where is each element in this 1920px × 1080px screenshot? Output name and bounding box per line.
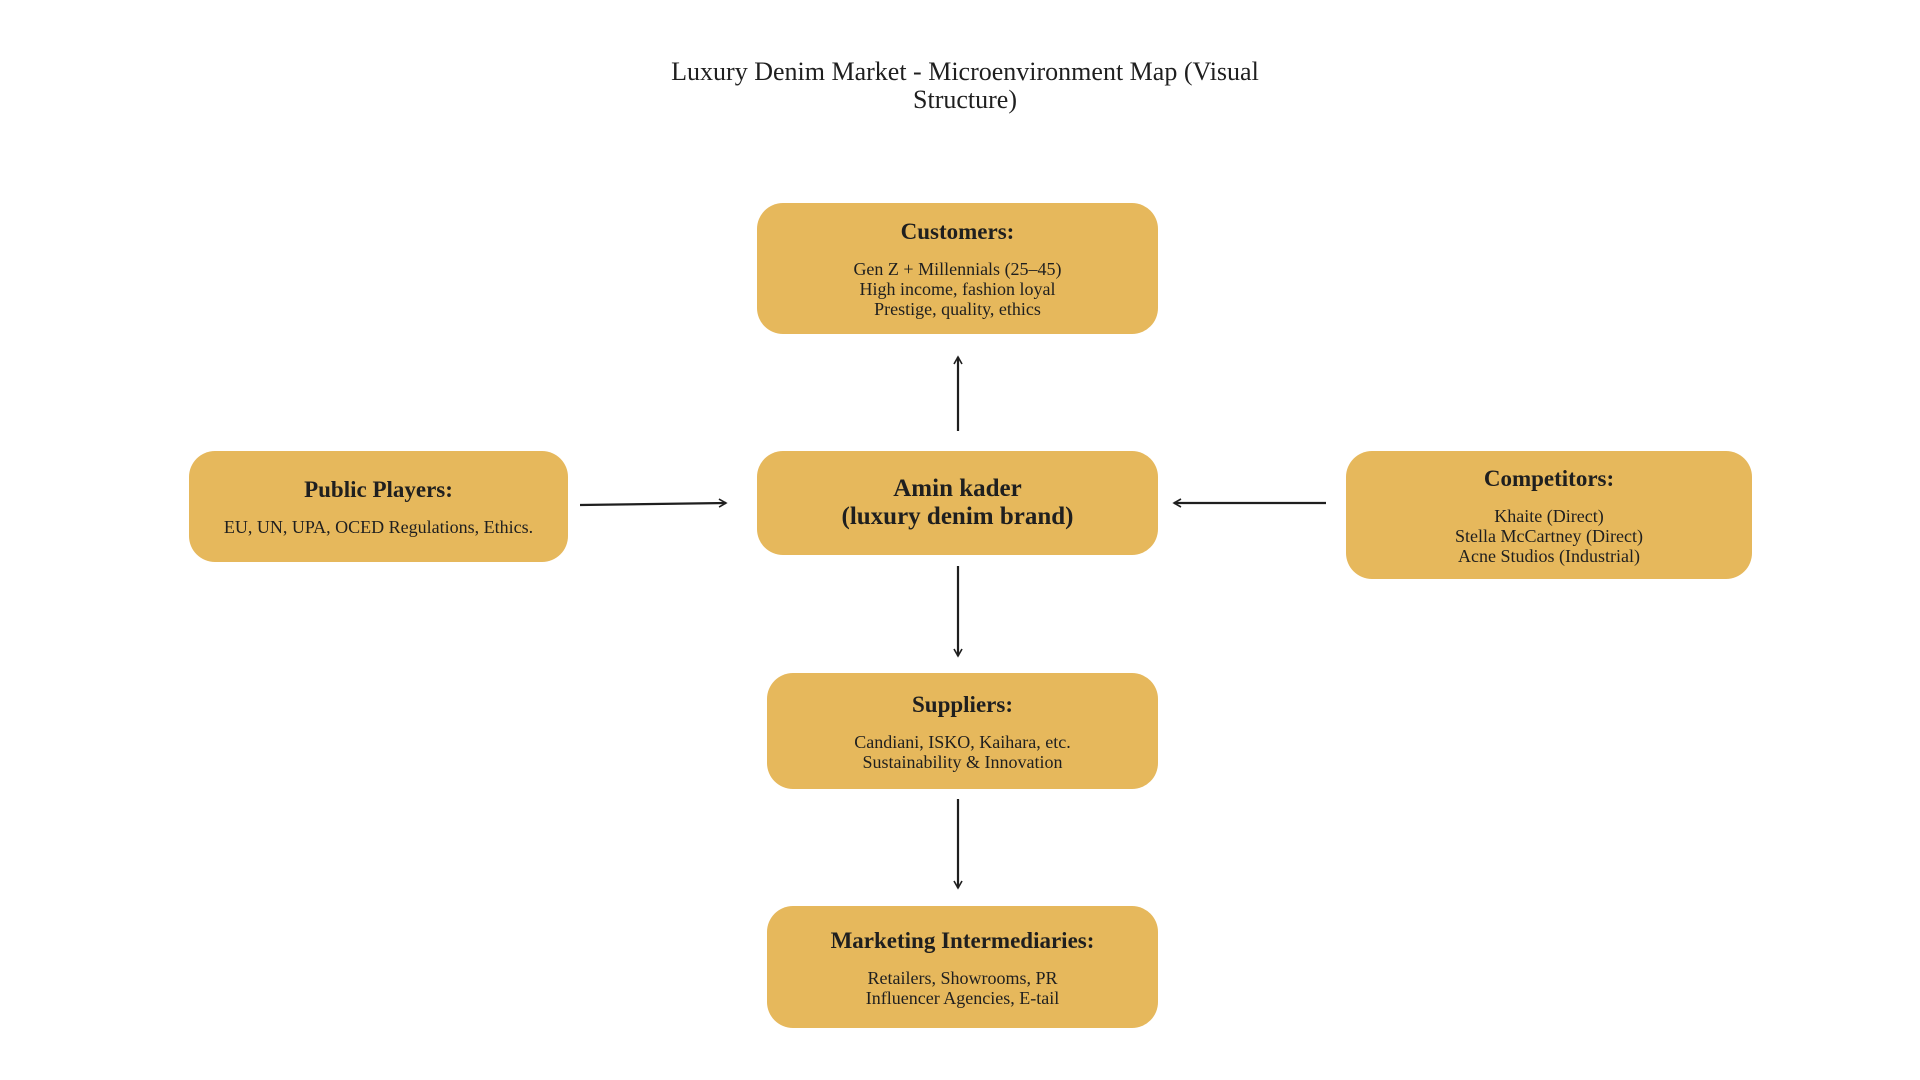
marketing-intermediaries-details: Retailers, Showrooms, PR Influencer Agen… [865,967,1060,1008]
marketing-intermediaries-heading: Marketing Intermediaries: [830,927,1095,953]
competitors-details: Khaite (Direct) Stella McCartney (Direct… [1455,505,1643,566]
competitors-heading: Competitors: [1483,465,1615,491]
customers-heading: Customers: [900,219,1015,244]
competitors-node: Competitors: Khaite (Direct) Stella McCa… [1346,451,1752,579]
marketing-intermediaries-node: Marketing Intermediaries: Retailers, Sho… [767,906,1158,1028]
public-players-details: EU, UN, UPA, OCED Regulations, Ethics. [223,517,534,537]
customers-details: Gen Z + Millennials (25–45) High income,… [853,259,1062,319]
arrow-public-players-to-center [579,498,728,508]
center-brand-node: Amin kader (luxury denim brand) [757,451,1158,555]
public-players-heading: Public Players: [304,477,453,502]
public-players-node: Public Players: EU, UN, UPA, OCED Regula… [189,451,568,562]
suppliers-details: Candiani, ISKO, Kaihara, etc. Sustainabi… [854,731,1071,772]
customers-node: Customers: Gen Z + Millennials (25–45) H… [757,203,1158,334]
diagram-title: Luxury Denim Market - Microenvironment M… [671,57,1259,114]
suppliers-heading: Suppliers: [912,691,1013,717]
suppliers-node: Suppliers: Candiani, ISKO, Kaihara, etc.… [767,673,1158,789]
center-brand-heading: Amin kader (luxury denim brand) [841,475,1074,530]
